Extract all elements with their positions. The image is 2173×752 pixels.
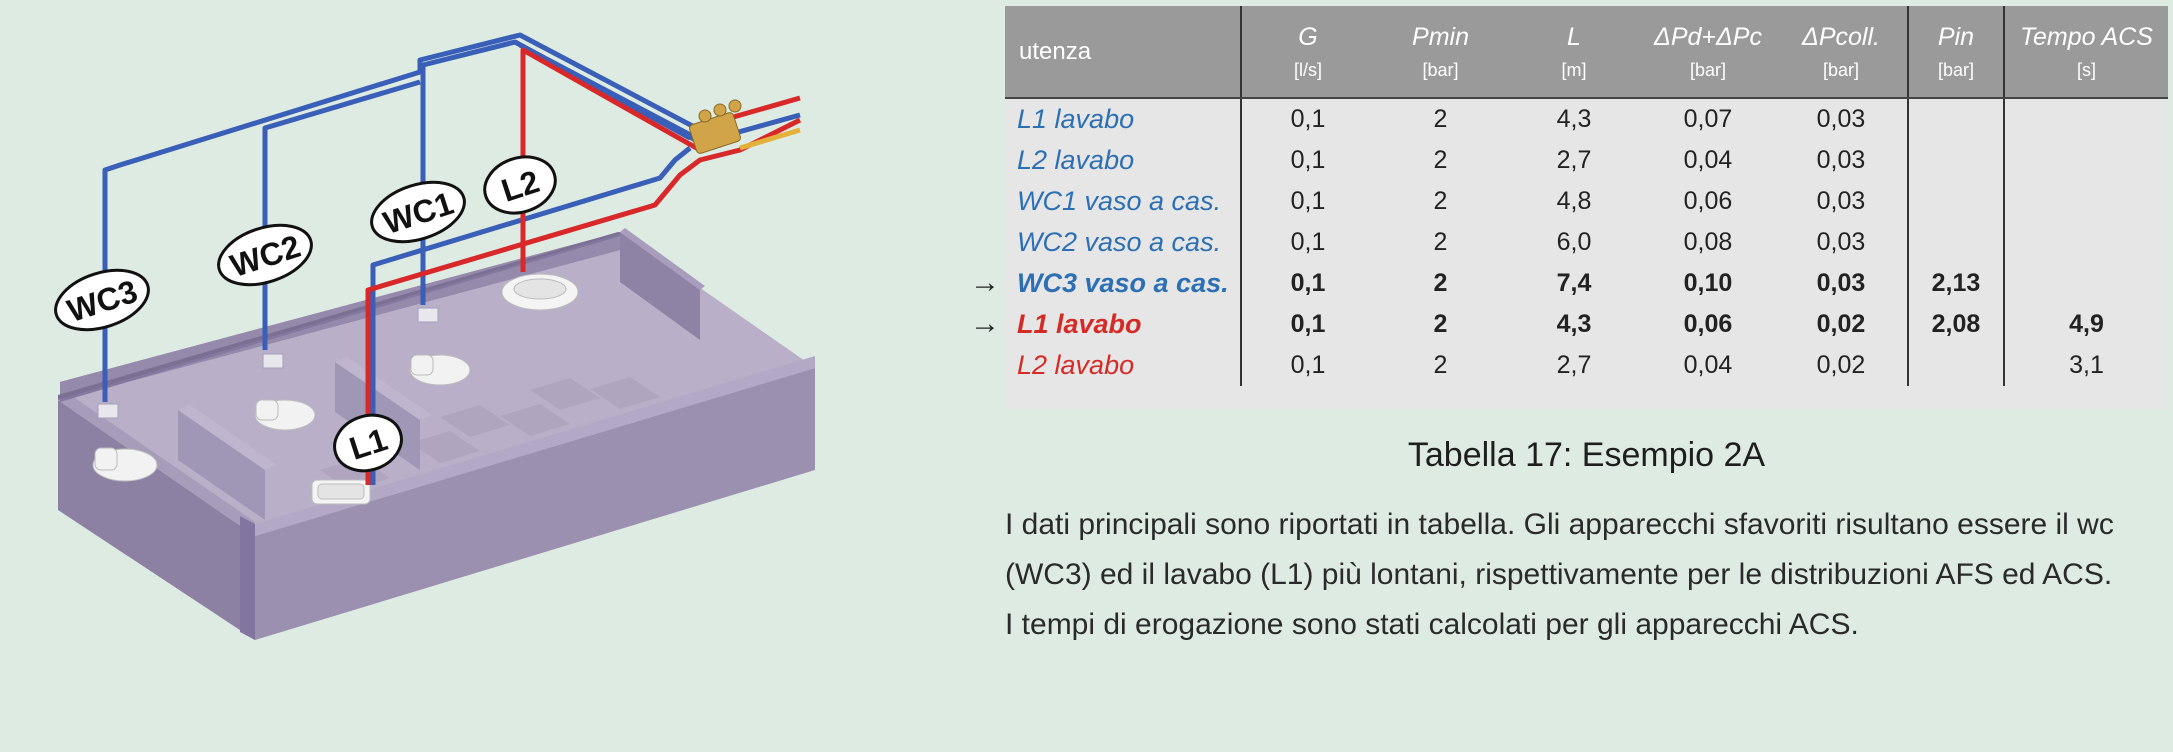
cell-l: 2,7 (1556, 351, 1592, 379)
cell-utenza: WC2 vaso a cas. (1005, 222, 1242, 263)
cell-g: 0,1 (1290, 146, 1326, 174)
cell-pmin: 2 (1433, 310, 1448, 338)
row-marker-arrow: → (970, 307, 1000, 340)
header-dpcoll: ΔPcoll.[bar] (1775, 6, 1909, 99)
manifold-outlets (729, 95, 801, 151)
cell-tempo (2004, 181, 2168, 222)
cell-pmin: 2 (1433, 269, 1448, 297)
cell-tempo (2004, 140, 2168, 181)
cell-l: 7,4 (1556, 269, 1592, 297)
cell-l: 2,7 (1556, 146, 1592, 174)
table-row-highlighted: WC3 vaso a cas. 0,1 2 7,4 0,10 0,03 2,13 (1005, 263, 2168, 304)
header-g: G[l/s] (1241, 6, 1374, 99)
header-tempo-acs: Tempo ACS[s] (2004, 6, 2168, 99)
sink-l1 (311, 479, 371, 505)
cell-dp: 0,06 (1683, 187, 1733, 215)
cell-pin (1908, 140, 2005, 181)
cell-pmin: 2 (1433, 351, 1448, 379)
paragraph-line: (WC3) ed il lavabo (L1) più lontani, ris… (1005, 558, 2113, 591)
right-wall (620, 232, 700, 340)
bathroom-plumbing-diagram: WC3 WC2 WC1 L2 L1 (54, 32, 815, 640)
cell-utenza: WC1 vaso a cas. (1005, 181, 1242, 222)
cell-dp: 0,04 (1683, 351, 1733, 379)
cell-utenza: L2 lavabo (1005, 345, 1242, 386)
partition-1 (178, 410, 265, 520)
header-dp: ΔPd+ΔPc[bar] (1641, 6, 1775, 99)
cell-tempo (2004, 263, 2168, 304)
paragraph-line: I tempi di erogazione sono stati calcola… (1005, 608, 1859, 641)
data-table: utenza G[l/s] Pmin[bar] L[m] ΔPd+ΔPc[bar… (1005, 6, 2168, 386)
cell-dp: 0,10 (1683, 269, 1733, 297)
cell-l: 6,0 (1556, 228, 1592, 256)
cell-tempo (2004, 222, 2168, 263)
cell-pmin: 2 (1433, 187, 1448, 215)
cell-g: 0,1 (1290, 228, 1326, 256)
cell-dpcoll: 0,02 (1775, 345, 1909, 386)
cell-tempo (2004, 98, 2168, 140)
table-header-row: utenza G[l/s] Pmin[bar] L[m] ΔPd+ΔPc[bar… (1005, 6, 2168, 99)
cell-dpcoll: 0,03 (1775, 98, 1909, 140)
front-wall (255, 368, 815, 640)
cell-pmin: 2 (1433, 146, 1448, 174)
cell-g: 0,1 (1290, 310, 1326, 338)
cell-l: 4,8 (1556, 187, 1592, 215)
table-row: WC2 vaso a cas. 0,1 2 6,0 0,08 0,03 (1005, 222, 2168, 263)
header-pin: Pin[bar] (1908, 6, 2005, 99)
label-l2: L2 (483, 155, 557, 215)
cell-l: 4,3 (1556, 105, 1592, 133)
cell-utenza: WC3 vaso a cas. (1005, 263, 1242, 304)
cell-tempo: 3,1 (2069, 351, 2104, 379)
cell-pin: 2,08 (1908, 304, 2005, 345)
paragraph-line: I dati principali sono riportati in tabe… (1005, 508, 2114, 541)
plumbing-illustration: WC3 WC2 WC1 L2 L1 (0, 0, 980, 747)
cell-g: 0,1 (1290, 105, 1326, 133)
cell-dpcoll: 0,03 (1775, 222, 1909, 263)
toilet-wc1 (409, 354, 471, 386)
cell-g: 0,1 (1290, 351, 1326, 379)
table-row-highlighted: L1 lavabo 0,1 2 4,3 0,06 0,02 2,08 4,9 (1005, 304, 2168, 345)
cell-pmin: 2 (1433, 228, 1448, 256)
toilet-wc3 (92, 447, 158, 482)
toilet-wc2 (254, 399, 316, 431)
cell-dp: 0,06 (1683, 310, 1733, 338)
cell-utenza: L1 lavabo (1005, 98, 1242, 140)
label-wc3: WC3 (54, 268, 150, 332)
cell-pin: 2,13 (1908, 263, 2005, 304)
cell-dpcoll: 0,02 (1775, 304, 1909, 345)
cell-utenza: L1 lavabo (1005, 304, 1242, 345)
cell-l: 4,3 (1556, 310, 1592, 338)
table-row: L2 lavabo 0,1 2 2,7 0,04 0,03 (1005, 140, 2168, 181)
cell-dp: 0,04 (1683, 146, 1733, 174)
cell-g: 0,1 (1290, 187, 1326, 215)
cell-pmin: 2 (1433, 105, 1448, 133)
label-wc1: WC1 (370, 180, 466, 244)
cell-dpcoll: 0,03 (1775, 181, 1909, 222)
back-wall-volume (58, 232, 620, 400)
cell-dp: 0,08 (1683, 228, 1733, 256)
data-table-container: utenza G[l/s] Pmin[bar] L[m] ΔPd+ΔPc[bar… (1005, 6, 2168, 409)
manifold (689, 99, 742, 154)
sink-l2 (501, 273, 579, 311)
label-l1: L1 (333, 413, 403, 473)
cell-dpcoll: 0,03 (1775, 140, 1909, 181)
cell-pin (1908, 98, 2005, 140)
cell-tempo: 4,9 (2069, 310, 2104, 338)
label-wc2: WC2 (217, 223, 313, 287)
header-pmin: Pmin[bar] (1374, 6, 1507, 99)
cell-dpcoll: 0,03 (1775, 263, 1909, 304)
table-row: WC1 vaso a cas. 0,1 2 4,8 0,06 0,03 (1005, 181, 2168, 222)
cell-dp: 0,07 (1683, 105, 1733, 133)
table-row: L2 lavabo 0,1 2 2,7 0,04 0,02 3,1 (1005, 345, 2168, 386)
cell-utenza: L2 lavabo (1005, 140, 1242, 181)
header-utenza: utenza (1005, 6, 1242, 99)
table-row: L1 lavabo 0,1 2 4,3 0,07 0,03 (1005, 98, 2168, 140)
table-caption: Tabella 17: Esempio 2A (1407, 436, 1766, 474)
body-paragraph: I dati principali sono riportati in tabe… (1005, 500, 2168, 650)
header-l: L[m] (1507, 6, 1641, 99)
cell-g: 0,1 (1290, 269, 1326, 297)
cell-pin (1908, 181, 2005, 222)
cell-pin (1908, 345, 2005, 386)
row-marker-arrow: → (970, 266, 1000, 299)
cell-pin (1908, 222, 2005, 263)
